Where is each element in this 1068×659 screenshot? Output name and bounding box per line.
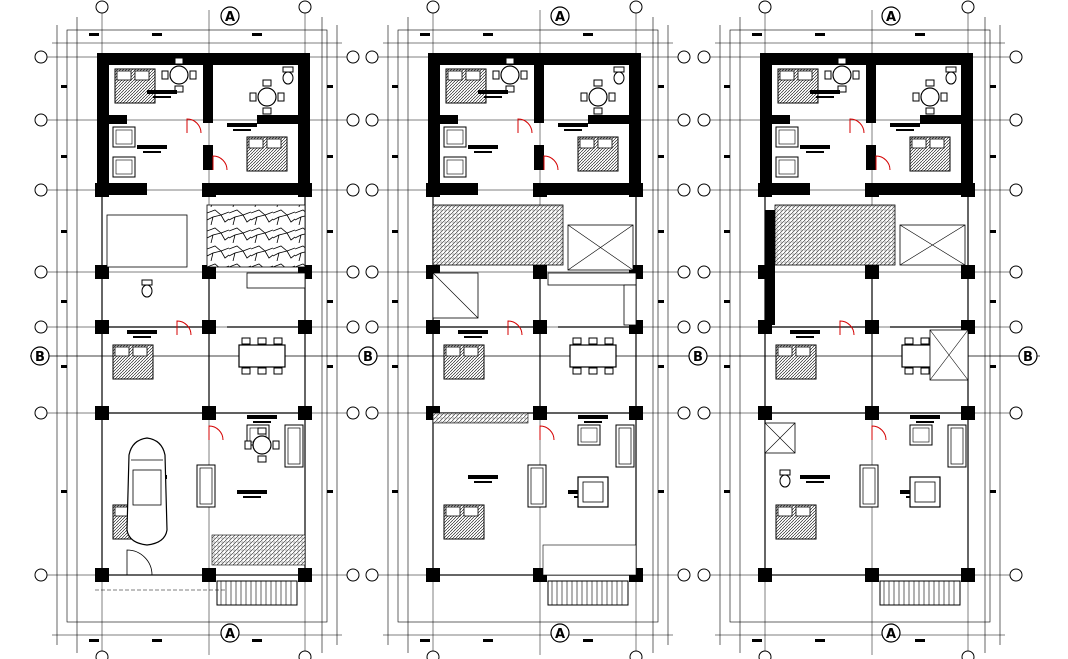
floor-plan-right xyxy=(698,1,1022,659)
section-label: A xyxy=(555,10,565,25)
void-opening xyxy=(567,224,634,271)
section-marker-b-mid-left: B xyxy=(358,346,378,366)
floor-plan-left xyxy=(35,1,359,659)
section-label: B xyxy=(1023,350,1033,365)
hatched-terrace xyxy=(432,204,564,266)
section-marker-a-top-left: A xyxy=(220,6,240,26)
section-marker-b-right: B xyxy=(1018,346,1038,366)
stone-patio xyxy=(206,204,306,268)
section-label: B xyxy=(693,350,703,365)
hatched-terrace xyxy=(774,204,896,266)
section-label: B xyxy=(35,350,45,365)
bathroom-block xyxy=(106,214,188,268)
section-marker-a-bottom-right: A xyxy=(881,623,901,643)
section-label: A xyxy=(225,627,235,642)
car-icon xyxy=(126,437,168,546)
section-marker-b-mid-right: B xyxy=(688,346,708,366)
section-label: A xyxy=(555,627,565,642)
section-marker-a-top-middle: A xyxy=(550,6,570,26)
section-marker-a-top-right: A xyxy=(881,6,901,26)
section-label: A xyxy=(886,10,896,25)
section-label: B xyxy=(363,350,373,365)
section-marker-a-bottom-left: A xyxy=(220,623,240,643)
section-marker-b-left: B xyxy=(30,346,50,366)
void-opening xyxy=(899,224,966,266)
section-marker-a-bottom-middle: A xyxy=(550,623,570,643)
section-label: A xyxy=(225,10,235,25)
floor-plan-middle xyxy=(366,1,690,659)
garage-gate xyxy=(126,549,153,576)
section-label: A xyxy=(886,627,896,642)
